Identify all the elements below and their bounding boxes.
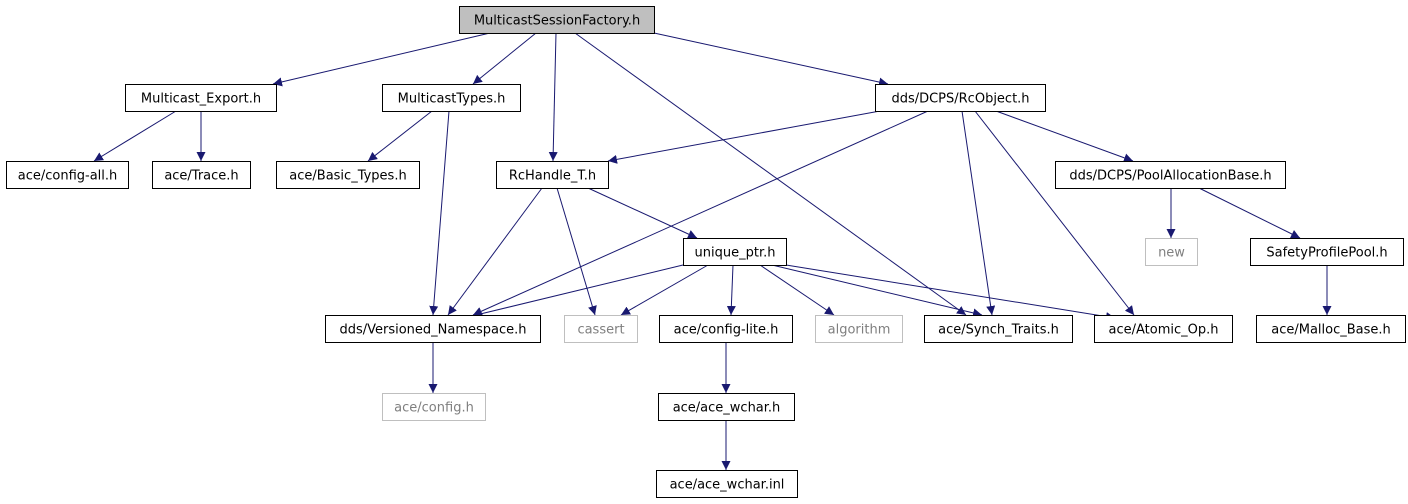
node-label: dds/Versioned_Namespace.h	[339, 323, 526, 338]
edge-uniqueptr-to-atomic	[785, 264, 1116, 322]
node-box	[659, 315, 793, 343]
edge-poolalloc-to-safetypool	[1198, 187, 1301, 239]
node-label: ace/Malloc_Base.h	[1271, 323, 1391, 338]
node-label: dds/DCPS/PoolAllocationBase.h	[1069, 169, 1271, 184]
node-acewcharinl[interactable]: ace/ace_wchar.inl	[656, 470, 798, 498]
node-box	[276, 161, 420, 189]
node-rcobject[interactable]: dds/DCPS/RcObject.h	[875, 84, 1046, 112]
dependency-edges	[93, 32, 1332, 470]
edge-uniqueptr-to-cassert	[620, 264, 709, 316]
node-configlite[interactable]: ace/config-lite.h	[659, 315, 793, 343]
edge-rchandle-to-cassert	[556, 187, 597, 316]
node-label: MulticastTypes.h	[398, 92, 506, 107]
node-basictypes[interactable]: ace/Basic_Types.h	[276, 161, 420, 189]
node-algorithm: algorithm	[815, 315, 903, 343]
node-box	[1145, 238, 1198, 266]
node-label: ace/Atomic_Op.h	[1109, 323, 1219, 338]
node-box	[6, 161, 129, 189]
node-versioned[interactable]: dds/Versioned_Namespace.h	[325, 315, 541, 343]
node-label: SafetyProfilePool.h	[1266, 246, 1387, 261]
node-box	[382, 393, 486, 421]
edge-uniqueptr-to-algorithm	[759, 264, 835, 316]
node-box	[658, 393, 795, 421]
node-box	[924, 315, 1073, 343]
node-label: unique_ptr.h	[695, 246, 776, 261]
node-uniqueptr[interactable]: unique_ptr.h	[683, 238, 787, 266]
node-label: new	[1158, 246, 1185, 261]
node-trace[interactable]: ace/Trace.h	[152, 161, 251, 189]
node-new: new	[1145, 238, 1198, 266]
edge-root-to-export	[272, 32, 491, 87]
edge-root-to-rchandle	[548, 32, 558, 162]
node-box	[1094, 315, 1233, 343]
node-configall[interactable]: ace/config-all.h	[6, 161, 129, 189]
node-poolalloc[interactable]: dds/DCPS/PoolAllocationBase.h	[1055, 161, 1286, 189]
edge-export-to-configall	[93, 110, 177, 162]
edge-rcobject-to-rchandle	[607, 110, 881, 164]
edge-types-to-basictypes	[367, 110, 433, 162]
node-config: ace/config.h	[382, 393, 486, 421]
node-synch[interactable]: ace/Synch_Traits.h	[924, 315, 1073, 343]
node-label: Multicast_Export.h	[141, 92, 261, 107]
node-root[interactable]: MulticastSessionFactory.h	[459, 6, 655, 34]
node-box	[125, 84, 277, 112]
node-box	[564, 315, 638, 343]
node-atomic[interactable]: ace/Atomic_Op.h	[1094, 315, 1233, 343]
node-mallocbase[interactable]: ace/Malloc_Base.h	[1256, 315, 1406, 343]
node-box	[382, 84, 521, 112]
node-rchandle[interactable]: RcHandle_T.h	[496, 161, 609, 189]
edge-root-to-rcobject	[653, 32, 889, 87]
edge-uniqueptr-to-synch	[771, 264, 983, 318]
edge-rcobject-to-synch	[961, 110, 996, 316]
node-box	[1250, 238, 1404, 266]
node-box	[815, 315, 903, 343]
node-label: ace/Basic_Types.h	[289, 169, 406, 184]
node-box	[1256, 315, 1406, 343]
node-box	[325, 315, 541, 343]
edge-uniqueptr-to-configlite	[726, 264, 736, 316]
edge-rcobject-to-versioned	[472, 110, 929, 316]
node-label: ace/Synch_Traits.h	[938, 323, 1059, 338]
node-label: ace/config-lite.h	[674, 323, 779, 338]
edge-types-to-versioned	[429, 110, 450, 316]
node-box	[1055, 161, 1286, 189]
node-acewchar[interactable]: ace/ace_wchar.h	[658, 393, 795, 421]
node-label: ace/config.h	[394, 401, 474, 416]
node-box	[656, 470, 798, 498]
edge-root-to-synch	[574, 32, 967, 316]
edge-root-to-types	[472, 32, 537, 85]
edge-uniqueptr-to-versioned	[471, 264, 684, 319]
node-label: dds/DCPS/RcObject.h	[891, 92, 1029, 107]
node-safetypool[interactable]: SafetyProfilePool.h	[1250, 238, 1404, 266]
edge-rchandle-to-versioned	[447, 187, 543, 316]
node-label: MulticastSessionFactory.h	[474, 14, 640, 29]
edge-rcobject-to-poolalloc	[995, 110, 1134, 163]
node-label: ace/ace_wchar.h	[673, 401, 781, 416]
node-box	[459, 6, 655, 34]
node-label: ace/config-all.h	[18, 169, 118, 184]
node-label: cassert	[577, 323, 624, 338]
node-box	[496, 161, 609, 189]
node-export[interactable]: Multicast_Export.h	[125, 84, 277, 112]
edge-rchandle-to-uniqueptr	[587, 187, 698, 239]
node-label: ace/ace_wchar.inl	[670, 478, 785, 493]
node-box	[152, 161, 251, 189]
node-box	[875, 84, 1046, 112]
node-label: RcHandle_T.h	[509, 169, 596, 184]
node-label: algorithm	[828, 323, 891, 338]
edge-rcobject-to-atomic	[974, 110, 1135, 316]
node-types[interactable]: MulticastTypes.h	[382, 84, 521, 112]
file-nodes: MulticastSessionFactory.hMulticast_Expor…	[6, 6, 1406, 498]
node-box	[683, 238, 787, 266]
node-label: ace/Trace.h	[164, 169, 238, 184]
node-cassert: cassert	[564, 315, 638, 343]
